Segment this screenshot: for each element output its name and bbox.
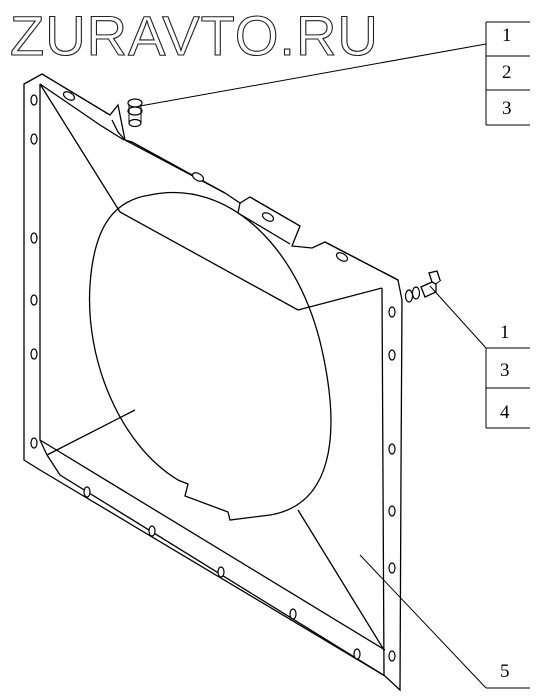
watermark-text: ZURAVTO.RU: [10, 4, 379, 67]
callout-right-3: 3: [500, 360, 510, 381]
leader-line-bottom: [359, 554, 487, 689]
callout-right-4: 4: [500, 402, 510, 423]
callout-top-2: 2: [502, 62, 512, 83]
leader-line-top: [139, 43, 487, 107]
side-bolt-icon: [404, 270, 442, 303]
callout-top-1: 1: [502, 25, 512, 46]
callout-bottom: 5: [359, 554, 530, 689]
top-screw-washer-icon: [127, 98, 143, 128]
callout-table-right: 1 3 4: [429, 285, 530, 429]
callout-top-3: 3: [502, 98, 512, 119]
fan-shroud: [23, 73, 403, 692]
leader-line-right: [429, 285, 487, 349]
callout-bottom-5: 5: [500, 661, 510, 682]
callout-right-1: 1: [500, 322, 510, 343]
callout-table-top: 1 2 3: [139, 21, 530, 126]
